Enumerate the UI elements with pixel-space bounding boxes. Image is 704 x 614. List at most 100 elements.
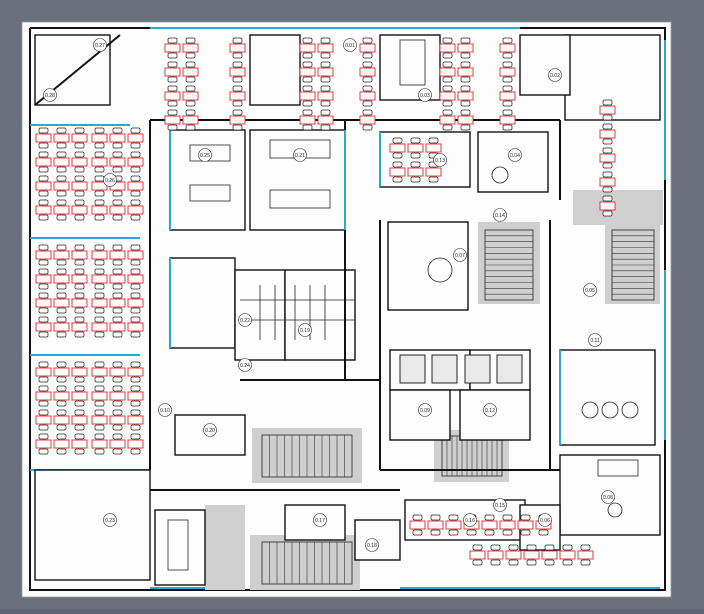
chair (56, 376, 67, 383)
chair (428, 176, 439, 183)
chair (112, 283, 123, 290)
chair (130, 142, 141, 149)
chair (167, 61, 178, 68)
chair (94, 400, 105, 407)
desk (127, 274, 144, 284)
chair (412, 529, 423, 536)
desk (359, 91, 376, 101)
chair (185, 100, 196, 107)
chair (526, 559, 537, 566)
chair (94, 214, 105, 221)
desk (91, 298, 108, 308)
chair (302, 76, 313, 83)
chair (502, 514, 513, 521)
desk (127, 250, 144, 260)
chair (602, 162, 613, 169)
chair (508, 559, 519, 566)
room-label-text: 0.26 (105, 178, 115, 184)
desk (91, 274, 108, 284)
room-label-bubble (238, 358, 252, 372)
desk (71, 250, 88, 260)
chair (56, 409, 67, 416)
chair (38, 316, 49, 323)
chair (484, 514, 495, 521)
room-label-text: 0.15 (495, 503, 505, 509)
room-label-text: 0.25 (200, 153, 210, 159)
desk (317, 115, 334, 125)
desk (35, 322, 52, 332)
desk (91, 439, 108, 449)
chair (94, 190, 105, 197)
chair (502, 124, 513, 131)
room-label-bubble (493, 498, 507, 512)
chair (466, 529, 477, 536)
desk (182, 43, 199, 53)
chair (94, 259, 105, 266)
chair (302, 52, 313, 59)
desk (71, 439, 88, 449)
chair (130, 214, 141, 221)
chair (320, 85, 331, 92)
desk (127, 133, 144, 143)
chair (460, 109, 471, 116)
desk (35, 415, 52, 425)
chair (112, 190, 123, 197)
chair (38, 331, 49, 338)
room-label-bubble (43, 88, 57, 102)
desk (599, 153, 616, 163)
chair (74, 166, 85, 173)
chair (412, 514, 423, 521)
chair (442, 61, 453, 68)
chair (130, 331, 141, 338)
chair (112, 433, 123, 440)
desk (127, 391, 144, 401)
desk (109, 274, 126, 284)
chair (130, 151, 141, 158)
chair (410, 161, 421, 168)
chair (320, 37, 331, 44)
chair (130, 376, 141, 383)
desk (409, 520, 426, 530)
room-label-text: 0.09 (420, 408, 430, 414)
desk (35, 367, 52, 377)
room-label-text: 0.21 (295, 153, 305, 159)
workstation-clusters (35, 37, 616, 566)
chair (74, 151, 85, 158)
chair (580, 544, 591, 551)
desk (35, 391, 52, 401)
chair (130, 361, 141, 368)
desk (359, 67, 376, 77)
chair (38, 292, 49, 299)
chair (130, 385, 141, 392)
desk (164, 67, 181, 77)
desk (481, 520, 498, 530)
desk (53, 274, 70, 284)
chair (602, 138, 613, 145)
chair (94, 376, 105, 383)
room-label-bubble (365, 538, 379, 552)
chair (442, 37, 453, 44)
chair (320, 124, 331, 131)
desk (499, 115, 516, 125)
chair (410, 152, 421, 159)
room-label-text: 0.16 (465, 518, 475, 524)
chair (232, 85, 243, 92)
chair (302, 61, 313, 68)
chair (320, 76, 331, 83)
desk (229, 115, 246, 125)
desk (53, 133, 70, 143)
chair (74, 127, 85, 134)
desk (487, 550, 504, 560)
desk (53, 415, 70, 425)
desk (499, 67, 516, 77)
desk (53, 250, 70, 260)
chair (94, 316, 105, 323)
chair (94, 244, 105, 251)
chair (302, 109, 313, 116)
chair (448, 514, 459, 521)
chair (94, 292, 105, 299)
chair (112, 142, 123, 149)
desk (599, 105, 616, 115)
desk (523, 550, 540, 560)
chair (38, 259, 49, 266)
